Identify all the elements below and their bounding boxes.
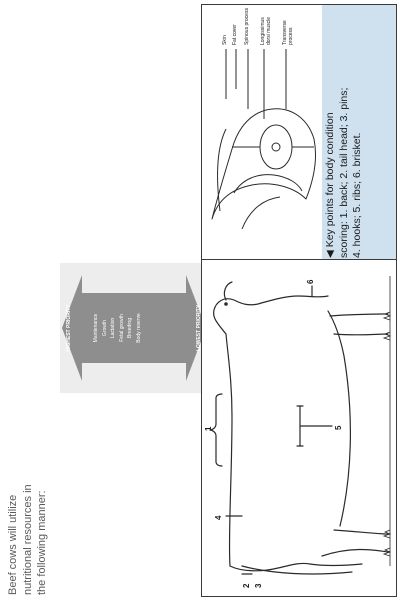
label-longissimus-dorsi: Longissimus dorsi muscle xyxy=(260,7,272,45)
priority-item: Body reserve xyxy=(135,263,144,393)
caption-line-3: 4. hooks; 5. ribs; 6. brisket. xyxy=(351,8,365,258)
priority-diagram: HIGHEST PRIORITY Maintenance Growth Lact… xyxy=(60,263,208,393)
priority-item: Lactation xyxy=(109,263,118,393)
intro-text: Beef cows will utilize nutritional resou… xyxy=(6,425,50,595)
label-fat-cover: Fat cover xyxy=(232,24,238,45)
marker-6: 6 xyxy=(306,280,315,284)
intro-line-2: nutritional resources in xyxy=(21,425,36,595)
intro-line-3: the following manner: xyxy=(35,425,50,595)
intro-line-1: Beef cows will utilize xyxy=(6,425,21,595)
marker-2: 2 xyxy=(242,584,251,588)
marker-5: 5 xyxy=(334,426,343,430)
priority-list: Maintenance Growth Lactation Fetal growt… xyxy=(92,263,143,393)
priority-item: Fetal growth xyxy=(118,263,127,393)
cow-illustration xyxy=(202,259,396,596)
arrow-left-icon: ◀ xyxy=(325,250,336,258)
priority-item: Breeding xyxy=(126,263,135,393)
caption-line-2: scoring: 1. back; 2. tail head; 3. pins; xyxy=(338,8,352,258)
marker-4: 4 xyxy=(214,516,223,520)
caption-line-1: ◀Key points for body condition xyxy=(324,8,338,258)
label-spinous-process: Spinous process xyxy=(244,7,250,45)
cross-section-panel: Skin Fat cover Spinous process Longissim… xyxy=(201,4,397,260)
label-skin: Skin xyxy=(222,35,228,45)
marker-1: 1 xyxy=(204,427,213,431)
label-transverse-process: Transverse process xyxy=(282,7,294,45)
priority-item: Maintenance xyxy=(92,263,101,393)
priority-item: Growth xyxy=(101,263,110,393)
marker-3: 3 xyxy=(254,584,263,588)
caption: ◀Key points for body condition scoring: … xyxy=(324,8,365,258)
highest-priority-label: HIGHEST PRIORITY xyxy=(66,263,72,393)
cow-diagram-panel: 1 2 3 4 5 6 xyxy=(201,258,397,597)
